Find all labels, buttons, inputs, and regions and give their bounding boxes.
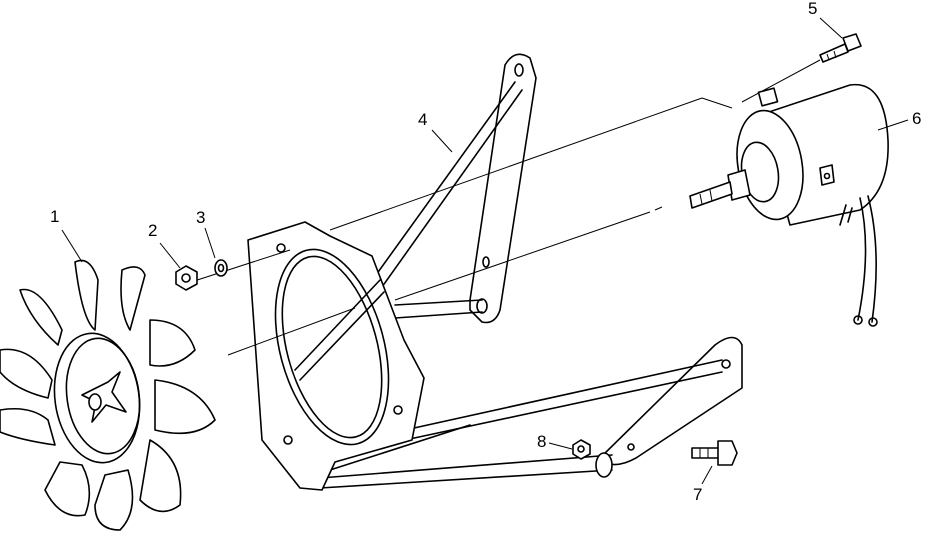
callout-8: 8 [537,432,547,451]
leader-3 [204,227,216,259]
leader-6 [877,119,909,131]
fan-shroud [247,221,425,491]
callout-7: 7 [693,485,703,504]
motor-screw [819,33,862,63]
lower-support-bracket [319,336,743,489]
leader-1 [61,229,83,263]
alignment-centerlines [187,59,821,356]
leader-4 [431,129,453,153]
hub-washer [214,259,228,277]
callout-5: 5 [808,0,818,18]
cooling-fan [0,259,216,531]
bracket-bolt [691,440,738,466]
callout-2: 2 [148,221,158,240]
callout-6: 6 [912,109,922,128]
leader-lines [61,17,909,485]
leader-5 [819,17,843,39]
leader-8 [548,442,573,450]
callout-3: 3 [196,208,206,227]
bracket-nut [572,439,591,460]
leader-2 [159,242,181,269]
callout-1: 1 [50,207,60,226]
callout-4: 4 [418,110,428,129]
hub-nut [175,265,198,291]
leader-7 [701,465,713,485]
fan-motor [689,83,889,327]
